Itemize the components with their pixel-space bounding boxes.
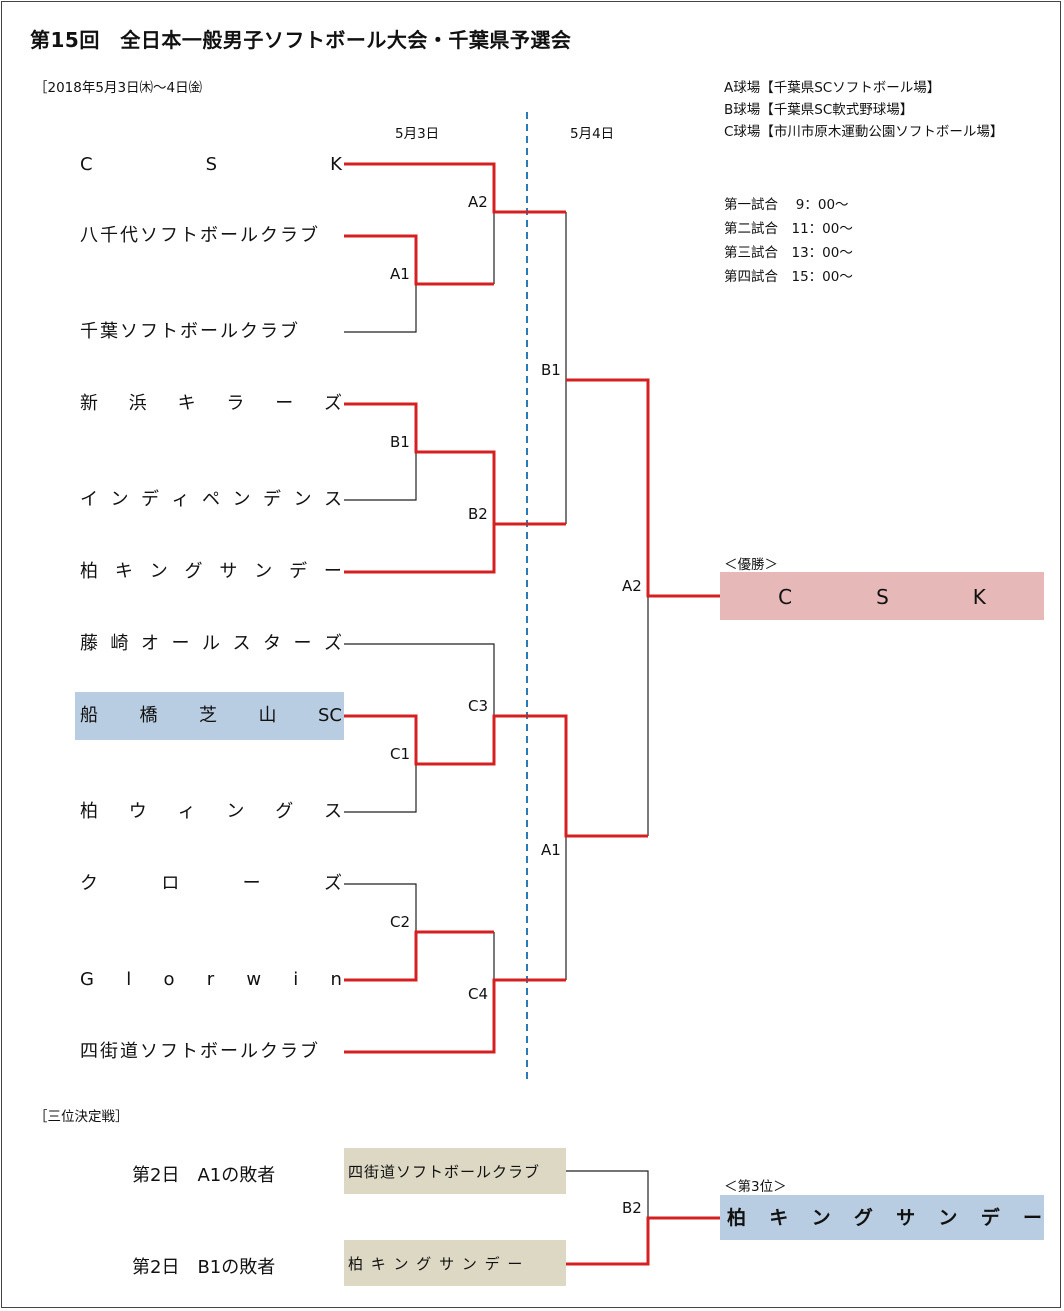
venue-a: A球場【千葉県SCソフトボール場】 (724, 80, 941, 96)
day1-header: 5月3日 (395, 126, 440, 142)
team-highlight (75, 692, 344, 740)
match-label-a1-day2: A1 (541, 841, 561, 859)
schedule-game4: 第四試合 15：00～ (724, 269, 853, 285)
venue-c: C球場【市川市原木運動公園ソフトボール場】 (724, 124, 1004, 140)
third-entry-2-team-box: 柏 キ ン グ サ ン デ ー (344, 1240, 566, 1286)
third-place-box (720, 1195, 1044, 1240)
line-third-upper (566, 1170, 649, 1218)
third-entry-2-team: 柏 キ ン グ サ ン デ ー (348, 1254, 524, 1273)
match-label-b2-day1: B2 (468, 505, 488, 523)
third-entry-1-desc: 第2日 A1の敗者 (132, 1165, 276, 1186)
match-label-b2-third: B2 (622, 1199, 642, 1217)
loser-lines (344, 212, 649, 1218)
team-yotsukaido: 四街道ソフトボールクラブ (80, 1041, 320, 1062)
red-kashiwa (344, 524, 496, 574)
team-kashiwa-king: 柏キングサンデー (80, 561, 342, 582)
line-fujisaki (344, 643, 495, 716)
third-place-label: ＜第3位＞ (724, 1179, 787, 1195)
red-third (566, 1216, 720, 1266)
match-label-b1-day1: B1 (390, 433, 410, 451)
team-kashiwa-wings: 柏ウィングス (80, 801, 342, 822)
schedule-game2: 第二試合 11：00～ (724, 221, 853, 237)
red-csk (344, 162, 566, 214)
match-label-c1-day1: C1 (390, 745, 411, 763)
third-entry-1-team: 四街道ソフトボールクラブ (348, 1162, 541, 1181)
match-label-c3-day1: C3 (468, 697, 489, 715)
champion-box (720, 572, 1044, 620)
team-niihama: 新浜キラーズ (80, 393, 342, 414)
event-dates: ［2018年5月3日㈭～4日㈮ (34, 80, 203, 96)
line-kashiwa-wings (344, 764, 417, 813)
venue-b: B球場【千葉県SC軟式野球場】 (724, 102, 914, 118)
champion-label: ＜優勝＞ (724, 557, 778, 573)
schedule-game3: 第三試合 13：00～ (724, 245, 853, 261)
line-crows (344, 883, 417, 932)
match-label-a2-final: A2 (622, 577, 642, 595)
page-title: 第15回 全日本一般男子ソフトボール大会・千葉県予選会 (30, 28, 572, 52)
red-csk-final (566, 378, 720, 598)
line-independence (344, 452, 417, 501)
match-label-c4-day1: C4 (468, 985, 489, 1003)
day2-header: 5月4日 (570, 126, 615, 142)
third-entry-2-desc: 第2日 B1の敗者 (132, 1257, 276, 1278)
red-glorwin (344, 930, 494, 982)
red-yotsukaido (344, 978, 566, 1054)
red-funabashi (344, 714, 648, 838)
winner-lines (344, 162, 720, 1266)
match-label-b1-day2: B1 (541, 361, 561, 379)
team-fujisaki: 藤崎オールスターズ (80, 633, 342, 654)
team-yachiyo: 八千代ソフトボールクラブ (80, 225, 320, 246)
team-crows: クローズ (80, 873, 342, 894)
match-label-c2-day1: C2 (390, 913, 411, 931)
schedule-game1: 第一試合 9：00～ (724, 197, 849, 213)
champion-name: C S K (778, 585, 1018, 609)
third-entry-1-team-box: 四街道ソフトボールクラブ (344, 1148, 566, 1194)
red-niihama (344, 402, 566, 526)
match-label-a2-day1: A2 (468, 193, 488, 211)
line-chiba (344, 284, 417, 333)
third-place-section-label: ［三位決定戦］ (34, 1109, 129, 1125)
third-place-name: 柏キングサンデー (727, 1207, 1042, 1229)
match-label-a1-day1: A1 (390, 265, 410, 283)
team-independence: インディペンデンス (80, 489, 342, 510)
red-yachiyo (344, 234, 494, 286)
team-chiba: 千葉ソフトボールクラブ (80, 321, 300, 342)
